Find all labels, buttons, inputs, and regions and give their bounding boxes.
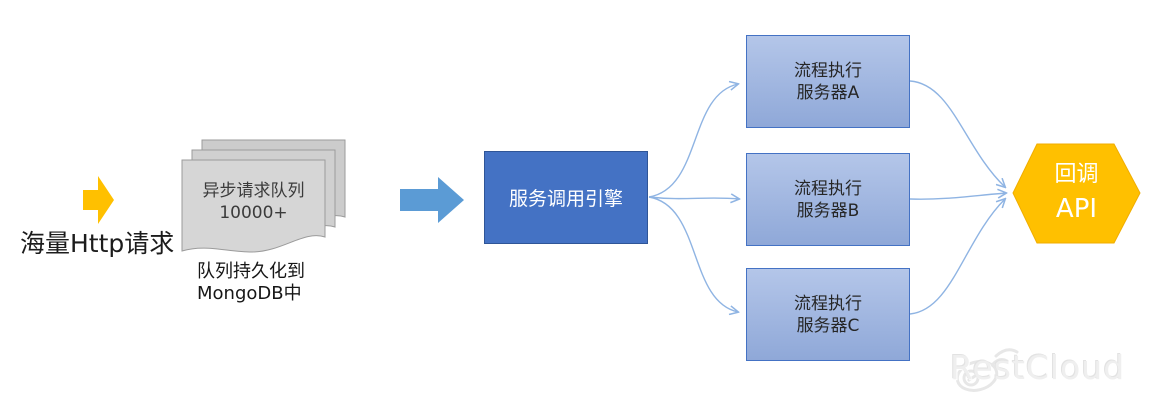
caption-line1: 队列持久化到 bbox=[197, 261, 305, 282]
service-engine-node: 服务调用引擎 bbox=[484, 151, 648, 244]
caption-line2: MongoDB中 bbox=[197, 283, 302, 304]
callback-label: 回调 API bbox=[1013, 161, 1140, 224]
blue-block-arrow-icon bbox=[400, 177, 464, 223]
connector-server-b-to-callback bbox=[909, 193, 1006, 200]
callback-line1: 回调 bbox=[1054, 162, 1099, 187]
watermark-brand-text: RestCloud bbox=[950, 348, 1126, 387]
connector-server-c-to-callback bbox=[909, 199, 1005, 315]
service-engine-label: 服务调用引擎 bbox=[508, 188, 623, 210]
server-c-line1: 流程执行 bbox=[794, 293, 862, 314]
weibo-logo-icon bbox=[955, 348, 1019, 392]
server-node-c: 流程执行 服务器C bbox=[746, 268, 910, 361]
yellow-block-arrow-icon bbox=[83, 176, 114, 224]
callback-hexagon bbox=[1012, 143, 1141, 244]
queue-document-stack bbox=[181, 139, 346, 253]
queue-document-label: 异步请求队列 10000+ bbox=[182, 180, 325, 224]
document-front bbox=[181, 159, 326, 253]
queue-persistence-caption: 队列持久化到 MongoDB中 bbox=[197, 261, 305, 305]
server-node-b: 流程执行 服务器B bbox=[746, 153, 910, 246]
source-label: 海量Http请求 bbox=[20, 229, 175, 258]
queue-document-line1: 异步请求队列 bbox=[202, 181, 305, 201]
connector-engine-to-server-c bbox=[648, 196, 738, 312]
connector-server-a-to-callback bbox=[909, 80, 1005, 187]
callback-line2: API bbox=[1055, 194, 1098, 224]
queue-document-line2: 10000+ bbox=[219, 203, 288, 223]
server-a-line1: 流程执行 bbox=[794, 60, 862, 81]
connector-engine-to-server-a bbox=[648, 84, 738, 198]
server-b-line2: 服务器B bbox=[796, 200, 860, 221]
connector-engine-to-server-b bbox=[648, 197, 739, 199]
server-b-line1: 流程执行 bbox=[794, 178, 862, 199]
watermark: RestCloud bbox=[950, 348, 1125, 387]
server-a-line2: 服务器A bbox=[796, 82, 860, 103]
server-c-line2: 服务器C bbox=[796, 315, 860, 336]
server-node-a: 流程执行 服务器A bbox=[746, 35, 910, 128]
